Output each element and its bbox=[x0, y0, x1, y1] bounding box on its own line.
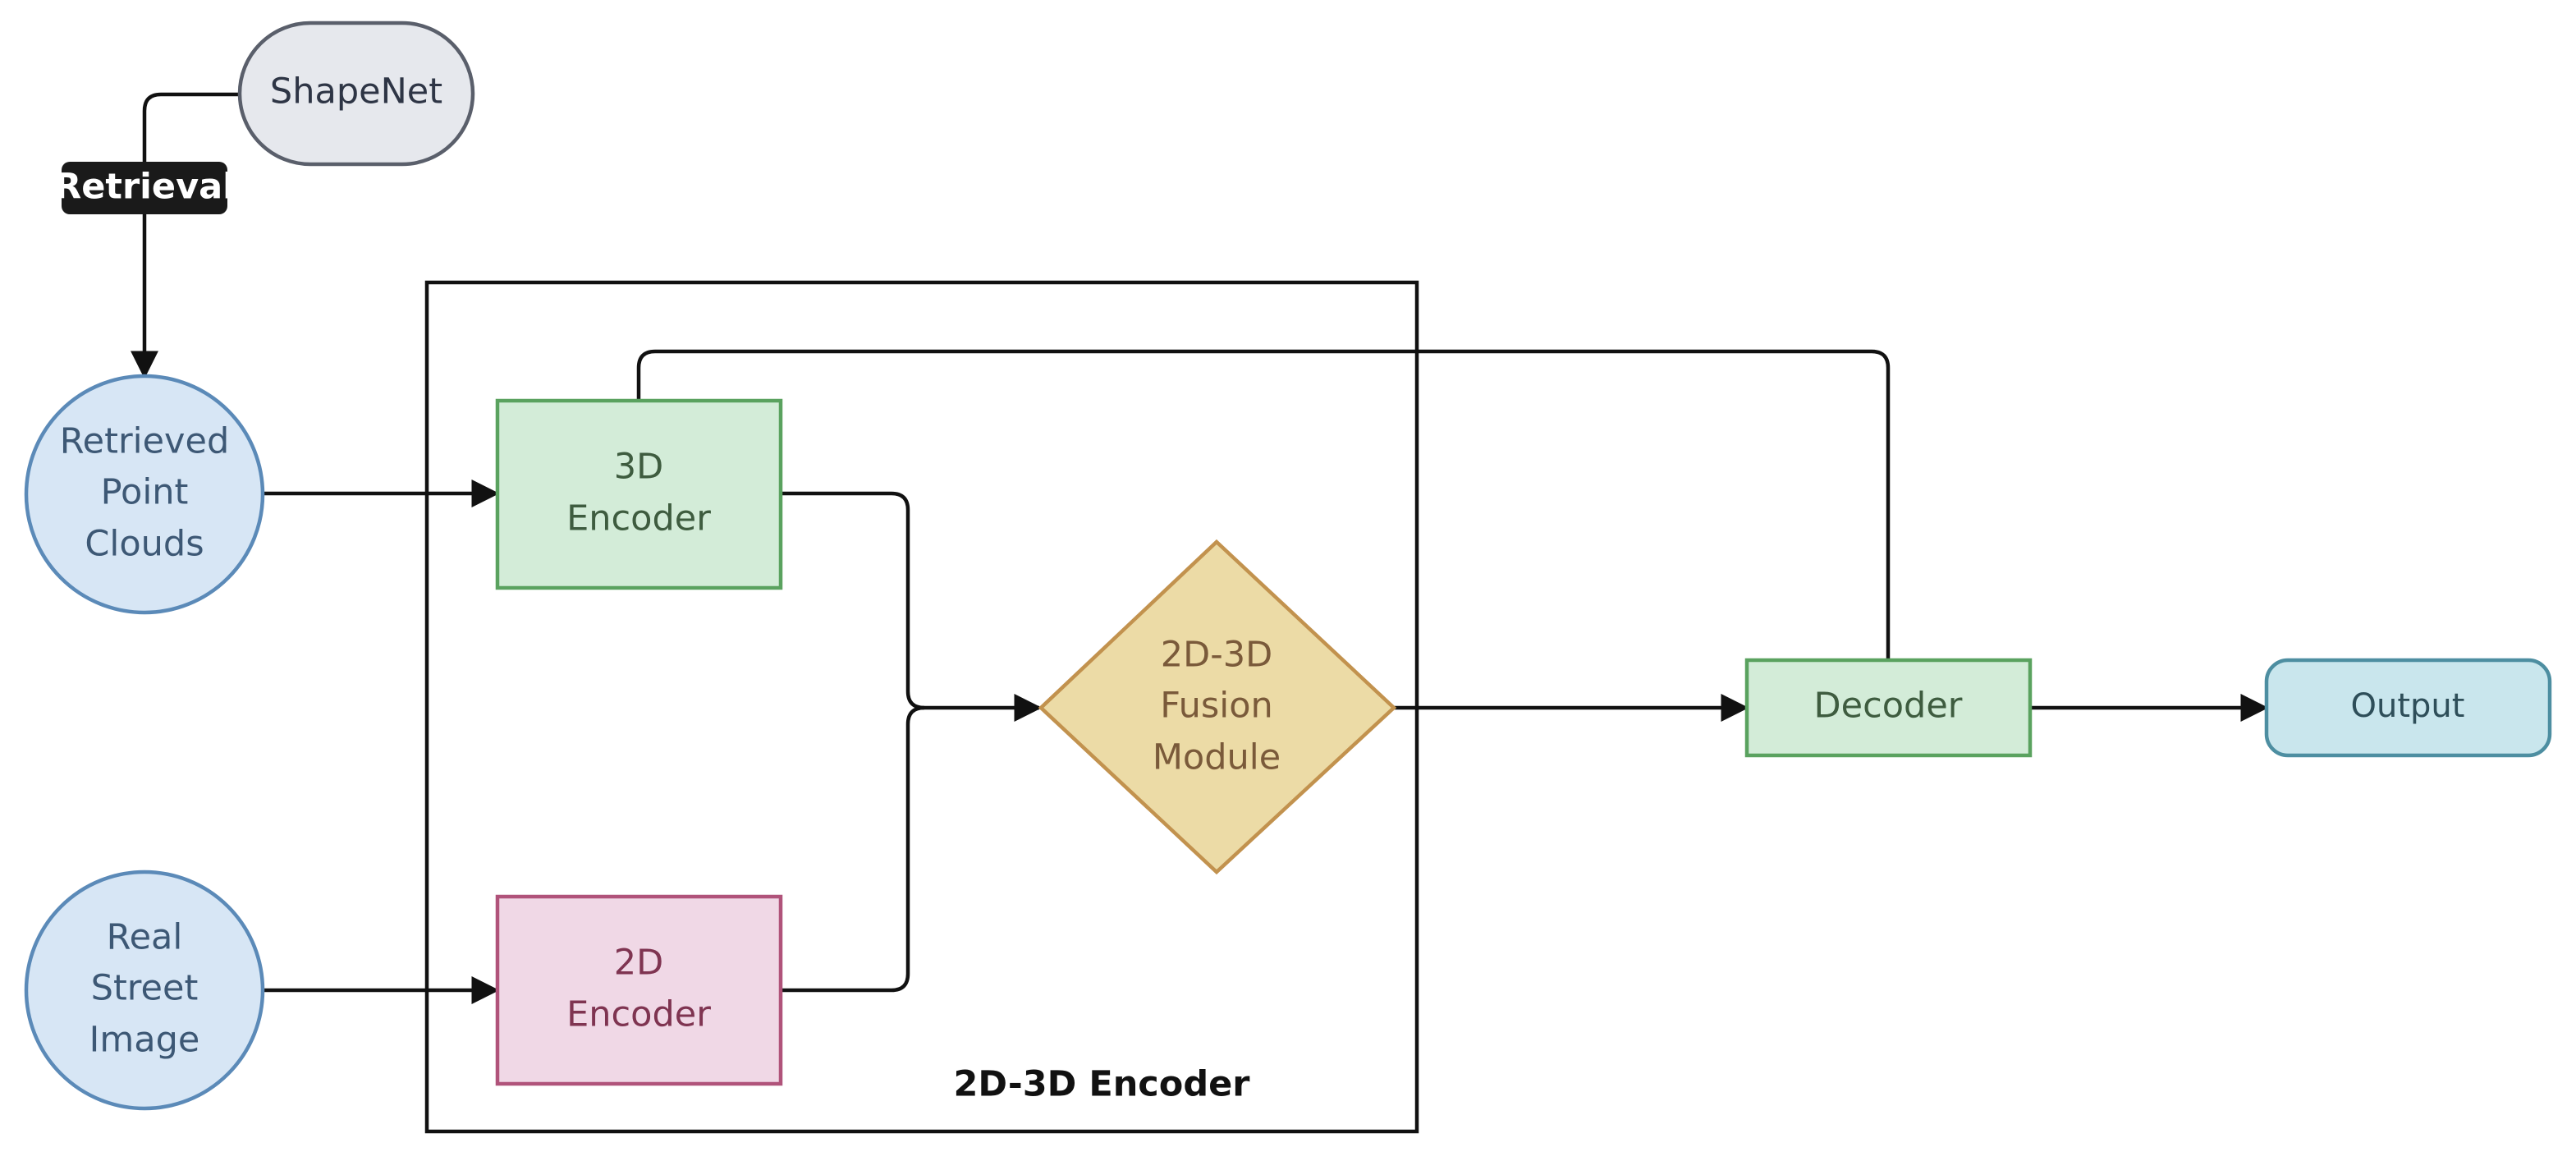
fusion-module-line-3: Module bbox=[1153, 737, 1281, 778]
decoder-label: Decoder bbox=[1814, 686, 1963, 727]
real-street-image-shape bbox=[24, 870, 265, 1111]
retrieval-label: Retrieval bbox=[54, 167, 235, 208]
output-label: Output bbox=[2351, 687, 2465, 725]
retrieval-label-bg bbox=[62, 162, 227, 214]
edge-2d-encoder-to-fusion bbox=[782, 705, 925, 993]
encoder-group-label: 2D-3D Encoder bbox=[953, 1064, 1250, 1105]
retrieved-point-clouds-line-2: Point bbox=[101, 472, 189, 513]
decoder-shape bbox=[1744, 658, 2033, 758]
real-street-image-node: Real Street Image bbox=[24, 870, 265, 1111]
output-node: Output bbox=[2264, 658, 2552, 758]
fusion-module-line-2: Fusion bbox=[1160, 686, 1273, 727]
retrieved-point-clouds-line-1: Retrieved bbox=[60, 421, 230, 462]
encoder-2d-line-2: Encoder bbox=[566, 994, 711, 1035]
retrieved-point-clouds-line-3: Clouds bbox=[85, 524, 204, 565]
encoder-2d-shape bbox=[495, 894, 783, 1086]
fusion-module-line-1: 2D-3D bbox=[1161, 635, 1272, 676]
output-shape bbox=[2264, 658, 2552, 758]
encoder-2d-node: 2D Encoder bbox=[495, 894, 783, 1086]
real-street-image-line-1: Real bbox=[107, 917, 183, 958]
real-street-image-line-2: Street bbox=[91, 968, 199, 1009]
edge-shapenet-to-retrieved bbox=[131, 92, 240, 379]
retrieved-point-clouds-node: Retrieved Point Clouds bbox=[24, 374, 265, 615]
encoder-2d-line-1: 2D bbox=[614, 943, 663, 984]
edge-3d-encoder-to-decoder bbox=[636, 349, 1891, 660]
real-street-image-line-3: Image bbox=[89, 1020, 200, 1061]
shapenet-node: ShapeNet bbox=[237, 21, 475, 167]
fusion-module-node: 2D-3D Fusion Module bbox=[1038, 539, 1397, 875]
encoder-3d-line-2: Encoder bbox=[566, 498, 711, 539]
encoder-3d-node: 3D Encoder bbox=[495, 398, 783, 590]
encoder-3d-line-1: 3D bbox=[614, 447, 663, 488]
encoder-3d-shape bbox=[495, 398, 783, 590]
edge-3d-encoder-to-fusion bbox=[782, 491, 1043, 722]
decoder-node: Decoder bbox=[1744, 658, 2033, 758]
retrieved-point-clouds-shape bbox=[24, 374, 265, 615]
shapenet-label: ShapeNet bbox=[270, 71, 442, 112]
shapenet-shape bbox=[237, 21, 475, 167]
fusion-module-shape bbox=[1038, 539, 1397, 875]
